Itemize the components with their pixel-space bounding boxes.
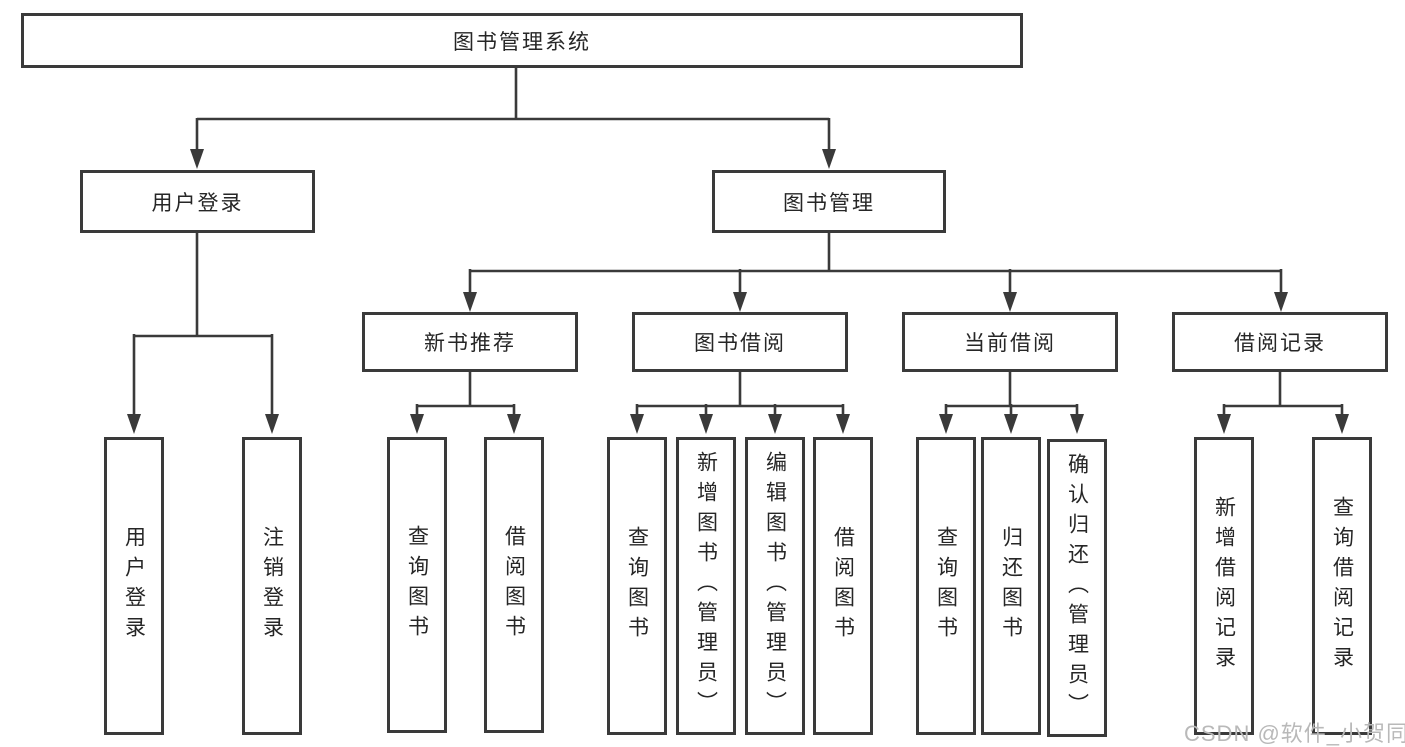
node-user-login-branch: 用户登录	[80, 170, 315, 233]
node-label: 借阅记录	[1234, 332, 1326, 355]
leaf-query-books-recommend: 查询图书	[387, 437, 447, 733]
node-label: 查询图书	[405, 525, 429, 645]
node-label: 当前借阅	[964, 332, 1056, 355]
node-current-borrowing: 当前借阅	[902, 312, 1118, 372]
leaf-edit-books-admin: 编辑图书（管理员）	[745, 437, 805, 735]
node-label: 查询借阅记录	[1330, 496, 1354, 676]
node-label: 注销登录	[260, 526, 284, 646]
node-label: 确认归还（管理员）	[1065, 453, 1089, 723]
node-book-borrowing: 图书借阅	[632, 312, 848, 372]
node-borrowing-records: 借阅记录	[1172, 312, 1388, 372]
leaf-add-borrow-record: 新增借阅记录	[1194, 437, 1254, 735]
node-label: 新增借阅记录	[1212, 496, 1236, 676]
leaf-borrow-books: 借阅图书	[813, 437, 873, 735]
node-book-management-branch: 图书管理	[712, 170, 946, 233]
node-label: 借阅图书	[831, 526, 855, 646]
leaf-query-books-borrowing: 查询图书	[607, 437, 667, 735]
node-label: 新增图书（管理员）	[694, 451, 718, 721]
node-label: 查询图书	[934, 526, 958, 646]
leaf-add-books-admin: 新增图书（管理员）	[676, 437, 736, 735]
leaf-query-borrow-record: 查询借阅记录	[1312, 437, 1372, 735]
node-label: 新书推荐	[424, 332, 516, 355]
node-label: 用户登录	[151, 191, 244, 215]
node-label: 编辑图书（管理员）	[763, 451, 787, 721]
node-book-management-system: 图书管理系统	[21, 13, 1023, 68]
node-label: 图书管理系统	[453, 30, 591, 54]
arrowhead-icons	[127, 149, 1349, 434]
tree-edges	[132, 68, 1344, 418]
leaf-return-books: 归还图书	[981, 437, 1041, 735]
node-label: 用户登录	[122, 526, 146, 646]
node-label: 归还图书	[999, 526, 1023, 646]
leaf-user-login: 用户登录	[104, 437, 164, 735]
node-new-book-recommend: 新书推荐	[362, 312, 578, 372]
leaf-borrow-books-recommend: 借阅图书	[484, 437, 544, 733]
node-label: 图书借阅	[694, 332, 786, 355]
node-label: 借阅图书	[502, 525, 526, 645]
leaf-logout: 注销登录	[242, 437, 302, 735]
node-label: 图书管理	[783, 191, 875, 215]
node-label: 查询图书	[625, 526, 649, 646]
leaf-confirm-return-admin: 确认归还（管理员）	[1047, 439, 1107, 737]
leaf-query-books-current: 查询图书	[916, 437, 976, 735]
